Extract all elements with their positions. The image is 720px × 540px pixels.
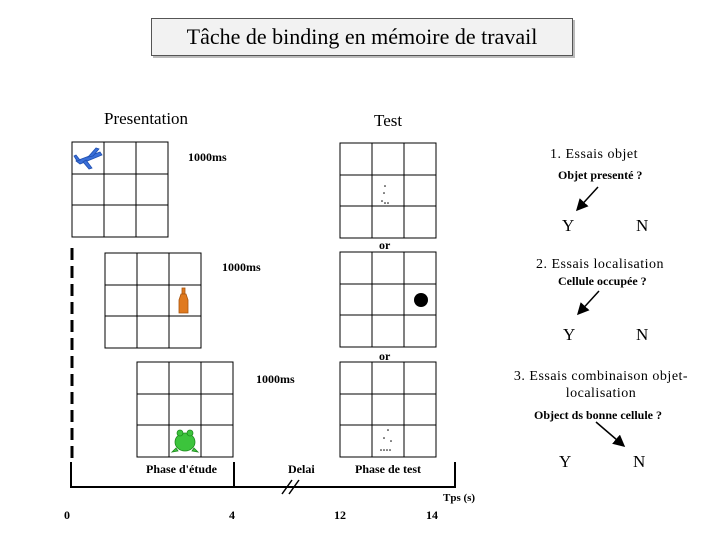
test-cell-marks-1: [381, 185, 389, 204]
presentation-header: Presentation: [104, 109, 189, 128]
arrow-2: [576, 290, 600, 316]
filled-circle-icon: [414, 293, 428, 307]
arrow-1: [575, 186, 599, 212]
condition-3-question: Object ds bonne cellule ?: [534, 408, 662, 422]
condition-2-yes: Y: [563, 325, 576, 344]
condition-3-no: N: [633, 452, 646, 471]
presentation-grid-3: [136, 361, 234, 458]
arrow-3: [595, 421, 626, 447]
delay-label: Delai: [288, 462, 315, 476]
condition-2-no: N: [636, 325, 649, 344]
tick-label-0: 0: [64, 508, 70, 522]
duration-label-1: 1000ms: [188, 150, 227, 164]
test-header: Test: [374, 111, 403, 130]
tick-label-14: 14: [426, 508, 438, 522]
or-separator-1: or: [379, 238, 391, 252]
condition-1-label: 1. Essais objet: [550, 147, 638, 162]
frog-icon: [170, 429, 200, 453]
test-grid-2: [339, 251, 437, 348]
presentation-grid-1: [71, 141, 169, 238]
condition-3-label: 3. Essais combinaison objet-localisation: [513, 369, 689, 401]
bottle-icon: [178, 287, 189, 314]
condition-3-yes: Y: [559, 452, 572, 471]
condition-1-yes: Y: [562, 216, 575, 235]
time-axis-label: Tps (s): [443, 492, 476, 504]
tick-label-12: 12: [334, 508, 346, 522]
condition-1-no: N: [636, 216, 649, 235]
phase-test-label: Phase de test: [355, 462, 421, 476]
duration-label-3: 1000ms: [256, 372, 295, 386]
test-grid-1: [339, 142, 437, 239]
tick-label-4: 4: [229, 508, 235, 522]
test-grid-3: [339, 361, 437, 458]
axis-break-marks: [281, 479, 300, 495]
or-separator-2: or: [379, 349, 391, 363]
condition-1-question: Objet presenté ?: [558, 168, 643, 182]
condition-2-label: 2. Essais localisation: [536, 257, 665, 272]
test-cell-marks-3: [380, 429, 392, 451]
duration-label-2: 1000ms: [222, 260, 261, 274]
condition-2-question: Cellule occupée ?: [558, 274, 647, 288]
diagram-title: Tâche de binding en mémoire de travail: [151, 18, 573, 56]
airplane-icon: [73, 147, 103, 170]
phase-study-label: Phase d'étude: [146, 462, 218, 476]
presentation-grid-2: [104, 252, 202, 349]
